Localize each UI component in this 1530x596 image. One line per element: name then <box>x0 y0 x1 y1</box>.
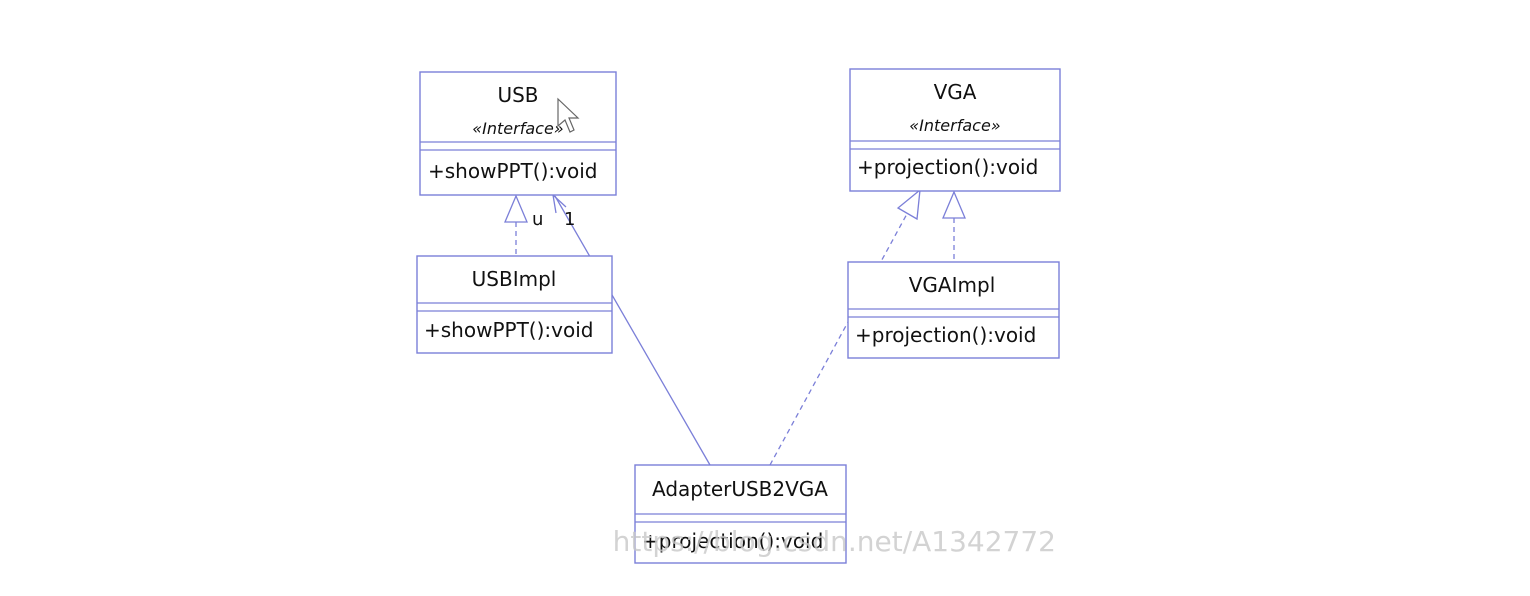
association-multiplicity: 1 <box>564 209 575 230</box>
class-adapter-operation: +projection():void <box>642 529 823 553</box>
vgaimpl-realizes-vga-edge <box>942 190 966 262</box>
class-vga-name: VGA <box>934 80 977 104</box>
class-vgaimpl[interactable]: VGAImpl +projection():void <box>847 261 1060 359</box>
mouse-cursor-icon <box>557 97 580 133</box>
class-usbimpl-name: USBImpl <box>472 267 557 291</box>
class-adapter-name: AdapterUSB2VGA <box>652 477 828 501</box>
class-vga-operation: +projection():void <box>857 155 1038 179</box>
watermark: https://blog.csdn.net/A1342772 <box>613 525 1056 558</box>
class-adapterusb2vga[interactable]: AdapterUSB2VGA +projection():void <box>634 464 847 564</box>
class-usbimpl-operation: +showPPT():void <box>424 318 593 342</box>
class-vga[interactable]: VGA «Interface» +projection():void <box>849 68 1061 192</box>
class-usbimpl[interactable]: USBImpl +showPPT():void <box>416 255 613 354</box>
class-vga-stereotype: «Interface» <box>909 116 1000 135</box>
class-vgaimpl-operation: +projection():void <box>855 323 1036 347</box>
class-usb-operation: +showPPT():void <box>428 159 597 183</box>
class-usb-stereotype: «Interface» <box>472 119 563 138</box>
class-usb-name: USB <box>497 83 538 107</box>
adapter-realizes-vga-edge <box>769 188 921 466</box>
usbimpl-realizes-usb-edge <box>504 194 528 256</box>
association-label-u: u <box>532 209 543 230</box>
class-vgaimpl-name: VGAImpl <box>909 273 996 297</box>
class-usb[interactable]: USB «Interface» +showPPT():void <box>419 71 617 196</box>
